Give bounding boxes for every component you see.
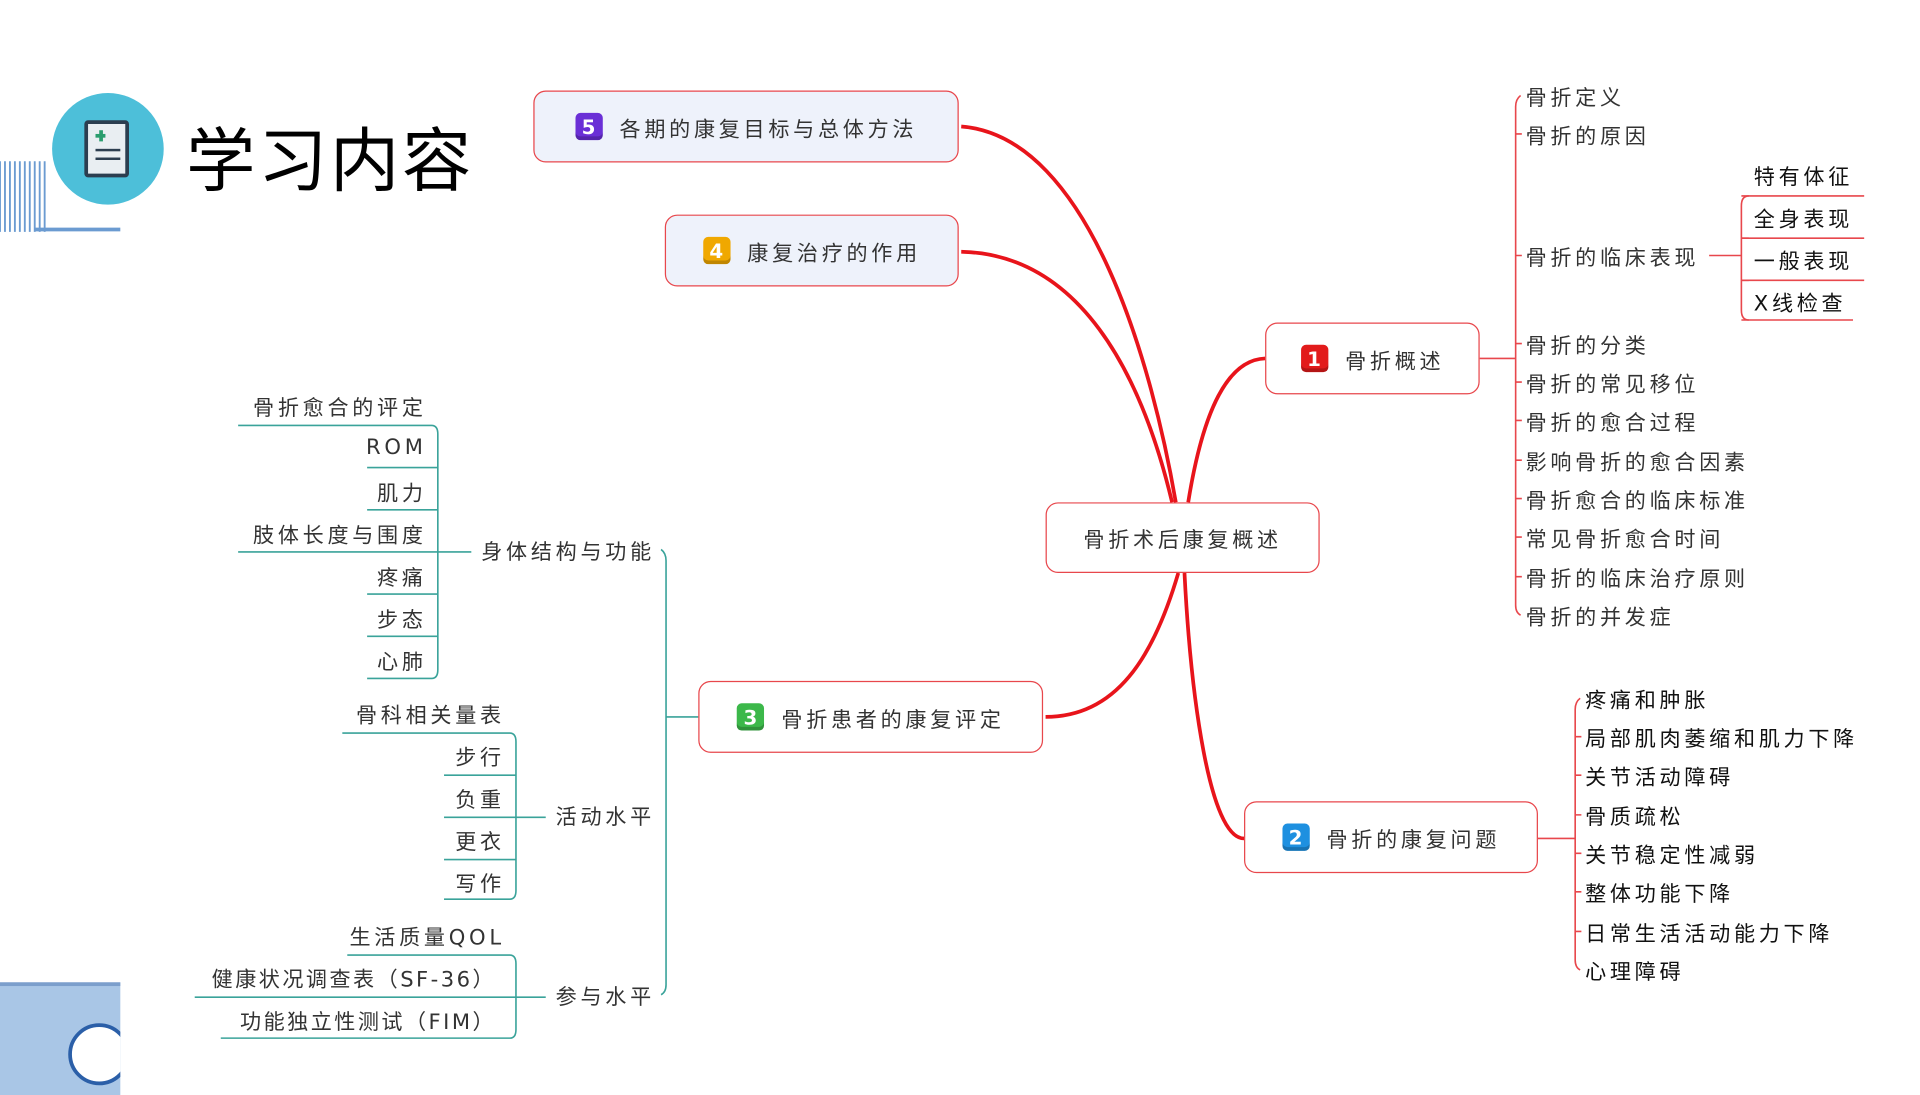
branch-3 — [1045, 572, 1181, 719]
topic-item[interactable]: 影响骨折的愈合因素 — [1525, 450, 1749, 476]
header-icon-circle — [52, 93, 164, 205]
subtopic-item[interactable]: X线检查 — [1753, 292, 1847, 317]
subtopic-item[interactable]: 一般表现 — [1753, 249, 1854, 275]
topic-item[interactable]: 疼痛和肿胀 — [1585, 688, 1710, 714]
topic-item[interactable]: 关节稳定性减弱 — [1585, 844, 1759, 869]
group-item[interactable]: 疼痛 — [377, 566, 427, 592]
group-item[interactable]: ROM — [366, 435, 427, 461]
branch-2 — [1182, 572, 1245, 841]
group-label[interactable]: 参与水平 — [555, 985, 655, 1011]
topic-item[interactable]: 骨折的分类 — [1525, 334, 1650, 360]
center-node-label: 骨折术后康复概述 — [1083, 528, 1282, 554]
node-4[interactable]: 4 康复治疗的作用 — [664, 214, 959, 287]
number-badge-4-icon: 4 — [702, 236, 730, 265]
number-badge-5-icon: 5 — [574, 112, 603, 141]
branch-1 — [1186, 356, 1266, 503]
topic-item[interactable]: 骨折定义 — [1525, 86, 1625, 112]
school-logo-icon — [68, 1023, 121, 1086]
node-1-label: 骨折概述 — [1345, 349, 1445, 374]
node-3[interactable]: 3 骨折患者的康复评定 — [698, 680, 1044, 753]
node-3-label: 骨折患者的康复评定 — [781, 707, 1005, 733]
topic-item[interactable]: 日常生活活动能力下降 — [1585, 922, 1834, 947]
subtopic-item[interactable]: 特有体征 — [1753, 165, 1854, 191]
topic-item[interactable]: 骨折的愈合过程 — [1525, 411, 1700, 436]
page-title: 学习内容 — [186, 121, 474, 203]
topic-item[interactable]: 心理障碍 — [1585, 960, 1685, 986]
clipboard-medical-icon — [84, 120, 129, 178]
group-item[interactable]: 写作 — [455, 872, 505, 898]
group-item[interactable]: 心肺 — [377, 650, 427, 676]
group-item[interactable]: 步态 — [377, 608, 427, 634]
node-4-label: 康复治疗的作用 — [747, 241, 921, 267]
group-item[interactable]: 功能独立性测试（FIM） — [240, 1010, 497, 1036]
topic-item[interactable]: 骨折的临床表现 — [1525, 246, 1700, 272]
node-5-label: 各期的康复目标与总体方法 — [619, 117, 918, 143]
topic-item[interactable]: 局部肌肉萎缩和肌力下降 — [1585, 727, 1858, 753]
subtopic-item[interactable]: 全身表现 — [1753, 207, 1854, 233]
group-item[interactable]: 骨科相关量表 — [355, 703, 505, 729]
group-item[interactable]: 步行 — [455, 746, 505, 771]
group-item[interactable]: 肌力 — [377, 481, 427, 507]
school-logo-panel — [0, 982, 121, 1095]
topic-item[interactable]: 骨折愈合的临床标准 — [1525, 489, 1749, 515]
group-label[interactable]: 活动水平 — [555, 805, 655, 831]
header-decoration — [0, 161, 121, 232]
branch-4 — [961, 249, 1174, 503]
topic-item[interactable]: 骨质疏松 — [1585, 805, 1685, 831]
node-1[interactable]: 1 骨折概述 — [1265, 322, 1480, 395]
topic-item[interactable]: 骨折的常见移位 — [1525, 372, 1700, 398]
topic-item[interactable]: 骨折的原因 — [1525, 124, 1650, 150]
group-item[interactable]: 更衣 — [455, 830, 505, 856]
group-item[interactable]: 生活质量QOL — [349, 925, 505, 951]
number-badge-2-icon: 2 — [1281, 823, 1310, 851]
topic-item[interactable]: 整体功能下降 — [1585, 882, 1734, 908]
number-badge-3-icon: 3 — [736, 703, 765, 731]
branch-5 — [961, 124, 1178, 503]
group-item[interactable]: 负重 — [455, 788, 505, 814]
group-label[interactable]: 身体结构与功能 — [481, 540, 655, 565]
center-node[interactable]: 骨折术后康复概述 — [1045, 502, 1320, 574]
node-2[interactable]: 2 骨折的康复问题 — [1244, 801, 1538, 874]
number-badge-1-icon: 1 — [1300, 344, 1328, 373]
node-2-label: 骨折的康复问题 — [1326, 827, 1501, 853]
node-5[interactable]: 5 各期的康复目标与总体方法 — [533, 90, 959, 163]
topic-item[interactable]: 关节活动障碍 — [1585, 765, 1734, 791]
group-item[interactable]: 骨折愈合的评定 — [253, 396, 427, 422]
group-item[interactable]: 健康状况调查表（SF-36） — [211, 968, 497, 993]
topic-item[interactable]: 骨折的临床治疗原则 — [1525, 567, 1749, 593]
topic-item[interactable]: 骨折的并发症 — [1525, 605, 1675, 631]
group-item[interactable]: 肢体长度与围度 — [253, 524, 427, 549]
topic-item[interactable]: 常见骨折愈合时间 — [1525, 527, 1725, 553]
